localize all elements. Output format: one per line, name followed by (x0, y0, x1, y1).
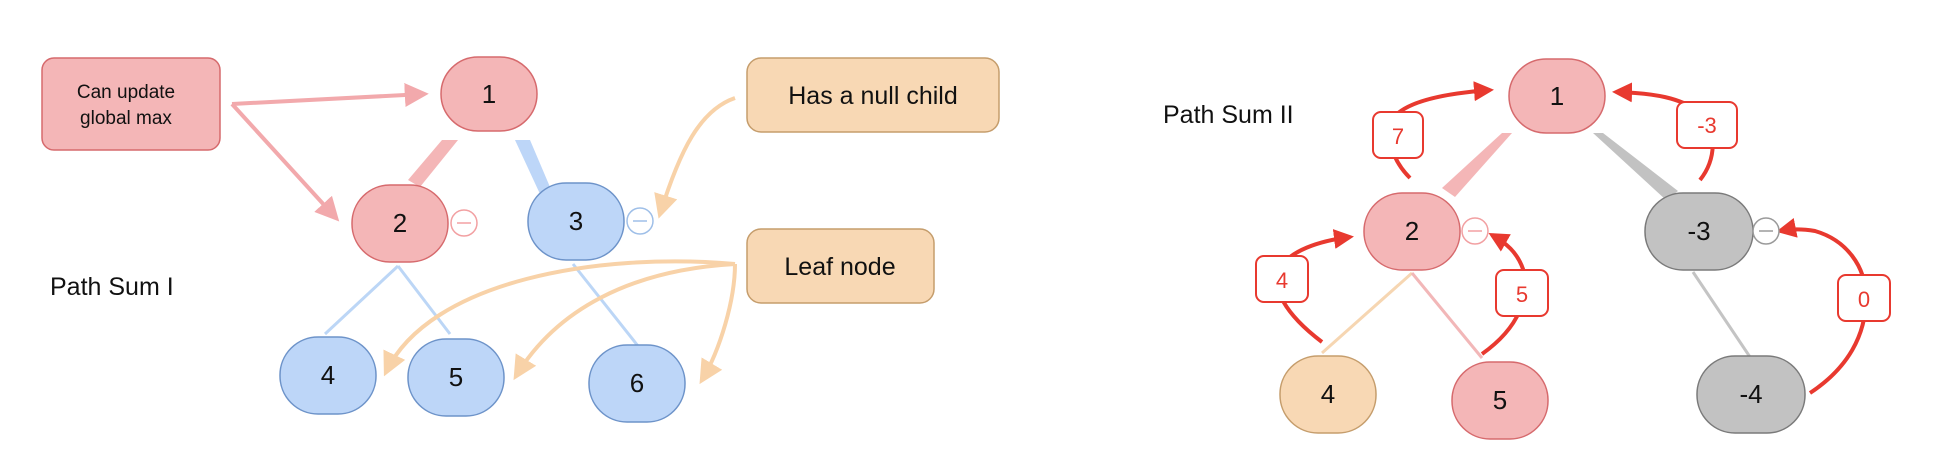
minus-circle-icon (1461, 217, 1489, 245)
path-label-0: 0 (1837, 274, 1891, 322)
node2-2: 2 (1363, 192, 1461, 271)
minus-circle-icon (626, 207, 654, 235)
node-3-label: 3 (569, 206, 583, 236)
edge2-root-left (1442, 133, 1512, 197)
red-arrow-0 (1776, 218, 1869, 395)
path-label-4: 4 (1255, 255, 1309, 303)
edge2-right-rl (1691, 271, 1752, 358)
path-label-neg3: -3 (1676, 101, 1738, 149)
edge-right-rr (571, 263, 640, 347)
node2-neg3-label: -3 (1687, 216, 1710, 246)
arrow-update-left (230, 102, 340, 222)
callout-null-label: Has a null child (788, 82, 958, 110)
node2-5-label: 5 (1493, 385, 1507, 415)
node2-1-label: 1 (1550, 81, 1564, 111)
node2-4-label: 4 (1321, 379, 1335, 409)
node2-2-label: 2 (1405, 216, 1419, 246)
edge-left-lr (396, 265, 452, 335)
callout-null: Has a null child (746, 57, 1000, 133)
node-1: 1 (440, 56, 538, 132)
node2-1: 1 (1508, 58, 1606, 134)
edge-left-ll (323, 264, 400, 336)
minus-circle-icon (1752, 217, 1780, 245)
node-6: 6 (588, 344, 686, 423)
path-label-7-text: 7 (1392, 124, 1404, 149)
node-4: 4 (279, 336, 377, 415)
arrow-update-root (231, 83, 429, 107)
arrow-leaf-5 (513, 262, 736, 381)
node-3: 3 (527, 182, 625, 261)
callout-update-line-2: global max (80, 108, 172, 129)
node2-neg4-label: -4 (1739, 379, 1762, 409)
path-sum-1: 1 2 3 4 5 6 (41, 56, 1000, 423)
path-label-5-text: 5 (1516, 282, 1528, 307)
node-1-label: 1 (482, 79, 496, 109)
callout-update: Can update global max (41, 57, 221, 151)
node-4-label: 4 (321, 360, 335, 390)
node-2: 2 (351, 184, 449, 263)
path-label-4-text: 4 (1276, 268, 1288, 293)
path-label-5: 5 (1495, 269, 1549, 317)
arrow-leaf-6 (699, 263, 737, 385)
path-label-7: 7 (1372, 111, 1424, 159)
path-label-0-text: 0 (1858, 287, 1870, 312)
callout-leaf: Leaf node (746, 228, 935, 304)
node2-5: 5 (1451, 361, 1549, 440)
path-sum-2: 1 2 -3 4 5 -4 (1163, 58, 1891, 440)
callout-update-line-1: Can update (77, 82, 175, 103)
node2-neg3: -3 (1644, 192, 1754, 271)
edge2-root-right (1593, 133, 1678, 200)
path-label-neg3-text: -3 (1697, 113, 1717, 138)
node2-4: 4 (1279, 355, 1377, 434)
node-5: 5 (407, 338, 505, 417)
arrow-leaf-4 (383, 259, 736, 377)
title-path-sum-2: Path Sum II (1163, 101, 1294, 129)
edge2-left-lr (1410, 272, 1484, 359)
edge2-left-ll (1321, 271, 1413, 355)
title-path-sum-1: Path Sum I (50, 273, 174, 301)
node-2-label: 2 (393, 208, 407, 238)
callout-leaf-label: Leaf node (784, 253, 895, 281)
edge-root-left (408, 140, 458, 187)
node-5-label: 5 (449, 362, 463, 392)
arrow-null (654, 96, 736, 219)
edge-root-right (515, 140, 550, 194)
node-6-label: 6 (630, 368, 644, 398)
node2-neg4: -4 (1696, 355, 1806, 434)
minus-circle-icon (450, 209, 478, 237)
